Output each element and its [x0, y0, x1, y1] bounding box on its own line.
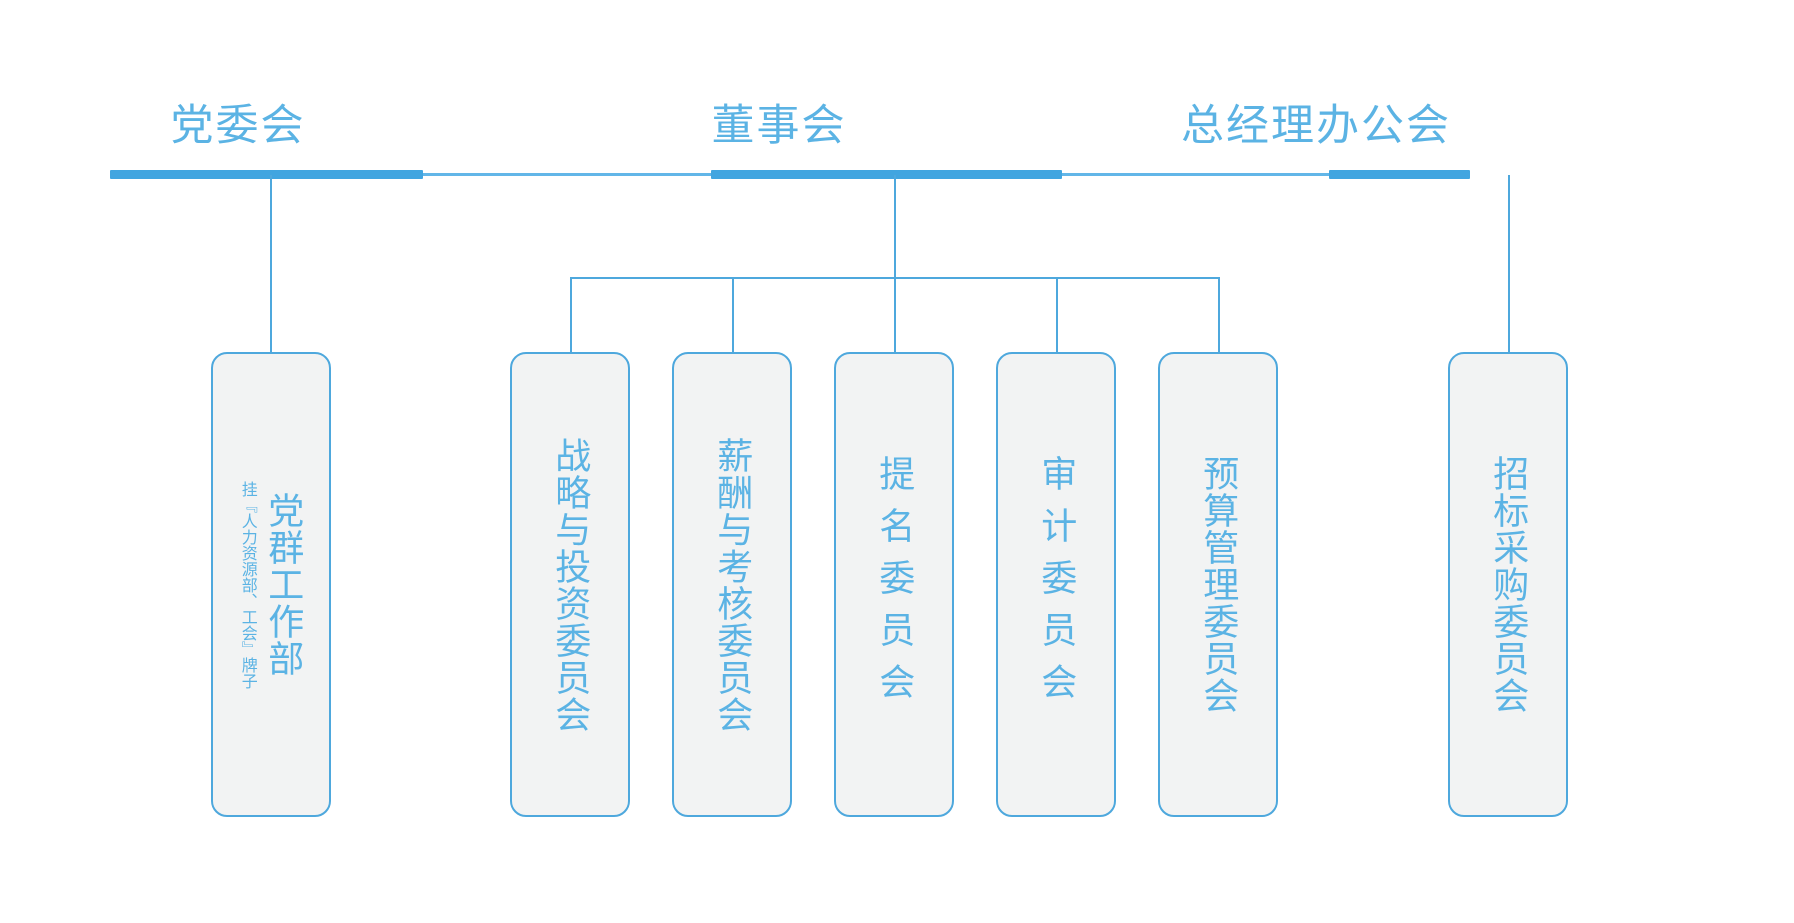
node-party-affairs-department[interactable]: 党群工作部 挂『人力资源部、工会』牌子 — [211, 352, 331, 817]
node-label: 招标采购委员会 — [1488, 455, 1530, 714]
node-audit-committee[interactable]: 审计委员会 — [996, 352, 1116, 817]
node-nomination-committee[interactable]: 提名委员会 — [834, 352, 954, 817]
connector-drop-nomination — [894, 277, 896, 353]
node-budget-management-committee[interactable]: 预算管理委员会 — [1158, 352, 1278, 817]
node-label: 战略与投资委员会 — [550, 436, 592, 733]
node-note: 挂『人力资源部、工会』牌子 — [238, 480, 256, 689]
rail-accent-board-of-directors — [711, 170, 1062, 179]
node-bidding-procurement-committee[interactable]: 招标采购委员会 — [1448, 352, 1568, 817]
top-level-heading-party-committee: 党委会 — [170, 102, 306, 150]
node-label: 提名委员会 — [874, 454, 916, 715]
rail-accent-gm-office-meeting — [1329, 170, 1470, 179]
node-label: 预算管理委员会 — [1198, 455, 1240, 714]
connector-drop-strategy-investment — [570, 277, 572, 353]
rail-accent-party-committee — [110, 170, 423, 179]
node-compensation-appraisal-committee[interactable]: 薪酬与考核委员会 — [672, 352, 792, 817]
top-level-heading-board-of-directors: 董事会 — [711, 102, 847, 150]
node-label: 党群工作部 — [263, 492, 305, 677]
node-strategy-investment-committee[interactable]: 战略与投资委员会 — [510, 352, 630, 817]
connector-party-committee-drop — [270, 175, 272, 352]
connector-gm-office-drop — [1508, 175, 1510, 352]
node-label: 薪酬与考核委员会 — [712, 436, 754, 733]
connector-drop-compensation-appraisal — [732, 277, 734, 353]
connector-drop-budget-management — [1218, 277, 1220, 353]
connector-board-trunk — [894, 175, 896, 278]
top-level-heading-gm-office-meeting: 总经理办公会 — [1181, 102, 1451, 150]
connector-drop-audit — [1056, 277, 1058, 353]
node-label: 审计委员会 — [1036, 454, 1078, 715]
